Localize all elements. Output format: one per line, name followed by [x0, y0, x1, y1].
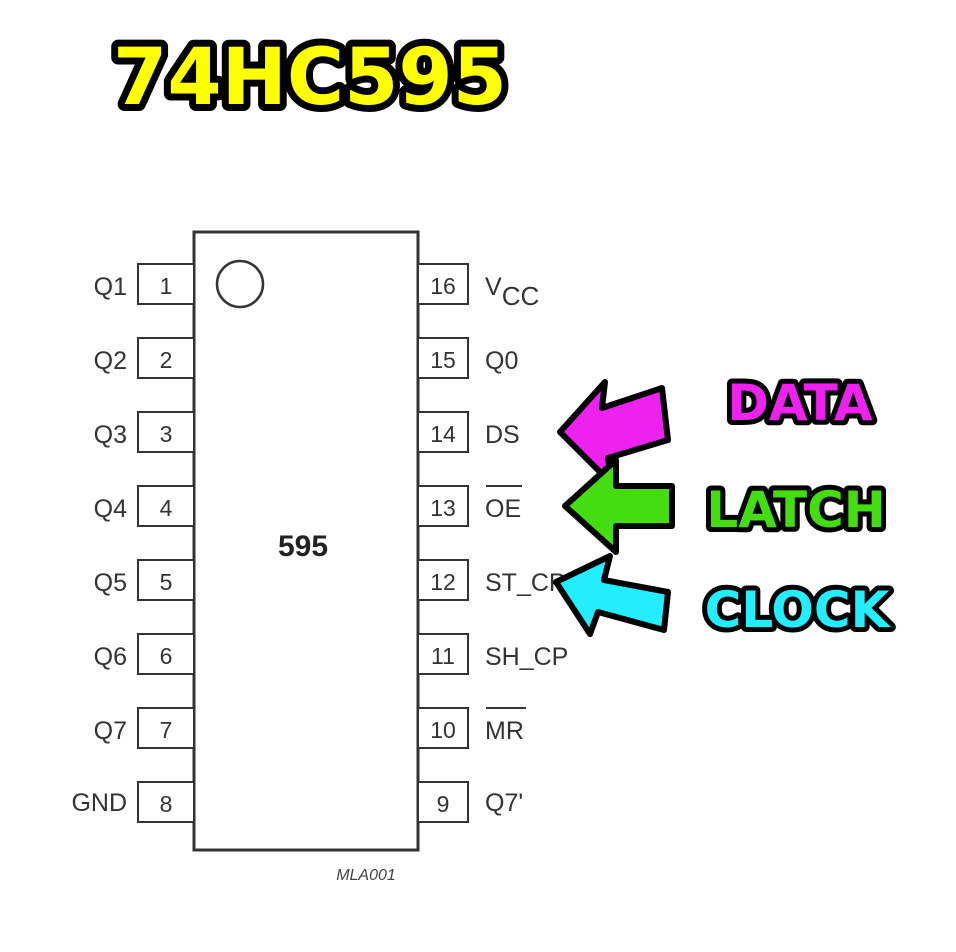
right-pin-14: 14 DS [417, 411, 520, 453]
left-pin-4: 4 Q4 [94, 485, 195, 527]
pin-number: 16 [430, 273, 456, 299]
left-pin-1: 1 Q1 [94, 263, 195, 305]
right-pin-11: 11 SH_CP [417, 633, 568, 675]
pin-box [417, 485, 469, 527]
annotation-data: DATA [557, 369, 878, 487]
pin-number: 2 [160, 347, 173, 373]
pin-label: Q1 [94, 273, 127, 301]
pin-box [137, 781, 195, 823]
pin-box [417, 781, 469, 823]
pin-box [137, 559, 195, 601]
left-pin-7: 7 Q7 [94, 707, 195, 749]
pin-number: 5 [160, 569, 173, 595]
left-pin-5: 5 Q5 [94, 559, 195, 601]
pin-box [417, 337, 469, 379]
pin-number: 7 [160, 717, 173, 743]
right-pin-column: 16 VCC 15 Q0 14 DS 13 OE 12 ST_CP 11 SH_… [417, 263, 568, 823]
left-pin-8: 8 GND [71, 781, 195, 823]
annotation-label-latch: LATCH [706, 481, 885, 539]
pin-label: Q6 [94, 643, 127, 671]
pin-number: 13 [430, 495, 456, 521]
right-pin-10: 10 MR [417, 707, 526, 749]
chip-name: 595 [278, 530, 328, 563]
pin-number: 15 [430, 347, 456, 373]
pin-label: Q0 [485, 347, 518, 375]
annotation-clock: CLOCK [553, 553, 897, 644]
green-arrow-icon [562, 457, 675, 555]
pin-label: Q2 [94, 347, 127, 375]
pin-box [137, 337, 195, 379]
pin-box [137, 411, 195, 453]
pin-number: 4 [160, 495, 173, 521]
pin-number: 3 [160, 421, 173, 447]
pin-number: 12 [430, 569, 456, 595]
pin-label: Q4 [94, 495, 127, 523]
pin-number: 1 [160, 273, 173, 299]
pin-box [417, 633, 469, 675]
pin-box [137, 633, 195, 675]
pin-label-main: V [485, 273, 502, 301]
left-pin-2: 2 Q2 [94, 337, 195, 379]
pin-number: 6 [160, 643, 173, 669]
diagram-title: 74HC595 [113, 33, 507, 123]
cyan-arrow-icon [553, 553, 671, 637]
pin-box [417, 411, 469, 453]
pin-box [137, 485, 195, 527]
annotation-latch: LATCH [562, 457, 891, 555]
pin-number: 14 [430, 421, 456, 447]
left-pin-6: 6 Q6 [94, 633, 195, 675]
pin-label: VCC [485, 273, 539, 311]
right-pin-15: 15 Q0 [417, 337, 518, 379]
pin-number: 9 [437, 791, 450, 817]
annotation-label-clock: CLOCK [705, 581, 892, 639]
right-pin-16: 16 VCC [417, 263, 539, 311]
pin-label: Q3 [94, 421, 127, 449]
pin-label: DS [485, 421, 520, 449]
pin-number: 10 [430, 717, 456, 743]
pin-label: Q7 [94, 717, 127, 745]
left-pin-3: 3 Q3 [94, 411, 195, 453]
pin-box [417, 263, 469, 305]
pin-label-subscript: CC [502, 281, 540, 311]
pin-label: ST_CP [485, 569, 566, 597]
pin-box [417, 559, 469, 601]
pin-label: MR [485, 717, 524, 745]
pin-label: GND [71, 789, 127, 817]
pin-label: Q7' [485, 789, 523, 817]
pin-label: OE [485, 495, 521, 523]
pin1-notch-marker [215, 259, 265, 309]
right-pin-13: 13 OE [417, 485, 522, 527]
right-pin-9: 9 Q7' [417, 781, 523, 823]
left-pin-column: 1 Q1 2 Q2 3 Q3 4 Q4 5 Q5 6 Q6 [71, 263, 195, 823]
pin-box [137, 263, 195, 305]
right-pin-12: 12 ST_CP [417, 559, 566, 601]
pin-label: SH_CP [485, 643, 568, 671]
chip-body [192, 230, 420, 852]
pin-number: 11 [431, 643, 455, 669]
pin-number: 8 [160, 791, 173, 817]
chip-ref-code: MLA001 [336, 867, 396, 884]
annotation-label-data: DATA [727, 374, 873, 432]
pin-box [137, 707, 195, 749]
pin-label: Q5 [94, 569, 127, 597]
pin-box [417, 707, 469, 749]
